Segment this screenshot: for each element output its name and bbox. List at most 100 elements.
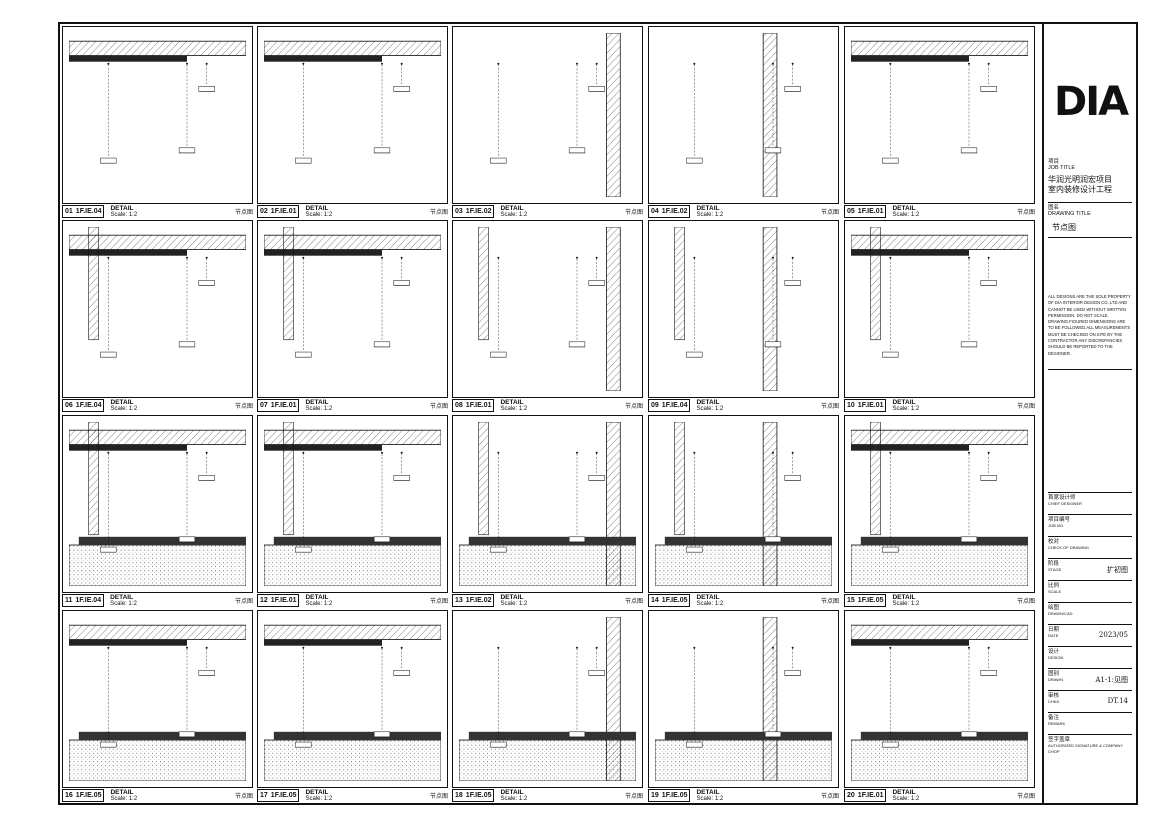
project-name: 华润光明润宏项目室内装修设计工程 (1048, 175, 1112, 194)
detail-drawing (655, 617, 832, 781)
detail-frame (62, 415, 253, 593)
company-logo: DIA (1054, 79, 1129, 125)
detail-name: 节点图 (429, 794, 448, 800)
detail-drawing (459, 422, 636, 586)
detail-name: 节点图 (820, 404, 839, 410)
detail-frame (648, 220, 839, 398)
detail-drawing (264, 33, 441, 197)
detail-drawing (69, 33, 246, 197)
divider (1048, 237, 1132, 238)
detail-drawing (851, 33, 1028, 197)
detail-name: 节点图 (820, 794, 839, 800)
detail-frame (257, 610, 448, 788)
detail-frame (648, 26, 839, 204)
detail-frame (62, 220, 253, 398)
detail-name: 节点图 (429, 210, 448, 216)
detail-frame (257, 26, 448, 204)
detail-drawing (264, 422, 441, 586)
detail-name: 节点图 (1016, 599, 1035, 605)
copyright-notes: ALL DESIGNS ARE THE SOLE PROPERTY OF DIA… (1048, 294, 1131, 356)
detail-frame (844, 415, 1035, 593)
detail-name: 节点图 (1016, 794, 1035, 800)
drawing-name: 节点图 (1052, 223, 1076, 232)
detail-drawing (851, 422, 1028, 586)
detail-name: 节点图 (1016, 210, 1035, 216)
detail-drawing (264, 227, 441, 391)
detail-drawing (69, 227, 246, 391)
detail-name: 节点图 (1016, 404, 1035, 410)
detail-drawing (655, 33, 832, 197)
detail-frame (257, 220, 448, 398)
detail-frame (844, 220, 1035, 398)
detail-name: 节点图 (234, 794, 253, 800)
detail-name: 节点图 (429, 404, 448, 410)
detail-frame (62, 26, 253, 204)
detail-frame (648, 415, 839, 593)
detail-drawing (851, 617, 1028, 781)
detail-frame (452, 610, 643, 788)
detail-name: 节点图 (624, 210, 643, 216)
detail-name: 节点图 (820, 210, 839, 216)
